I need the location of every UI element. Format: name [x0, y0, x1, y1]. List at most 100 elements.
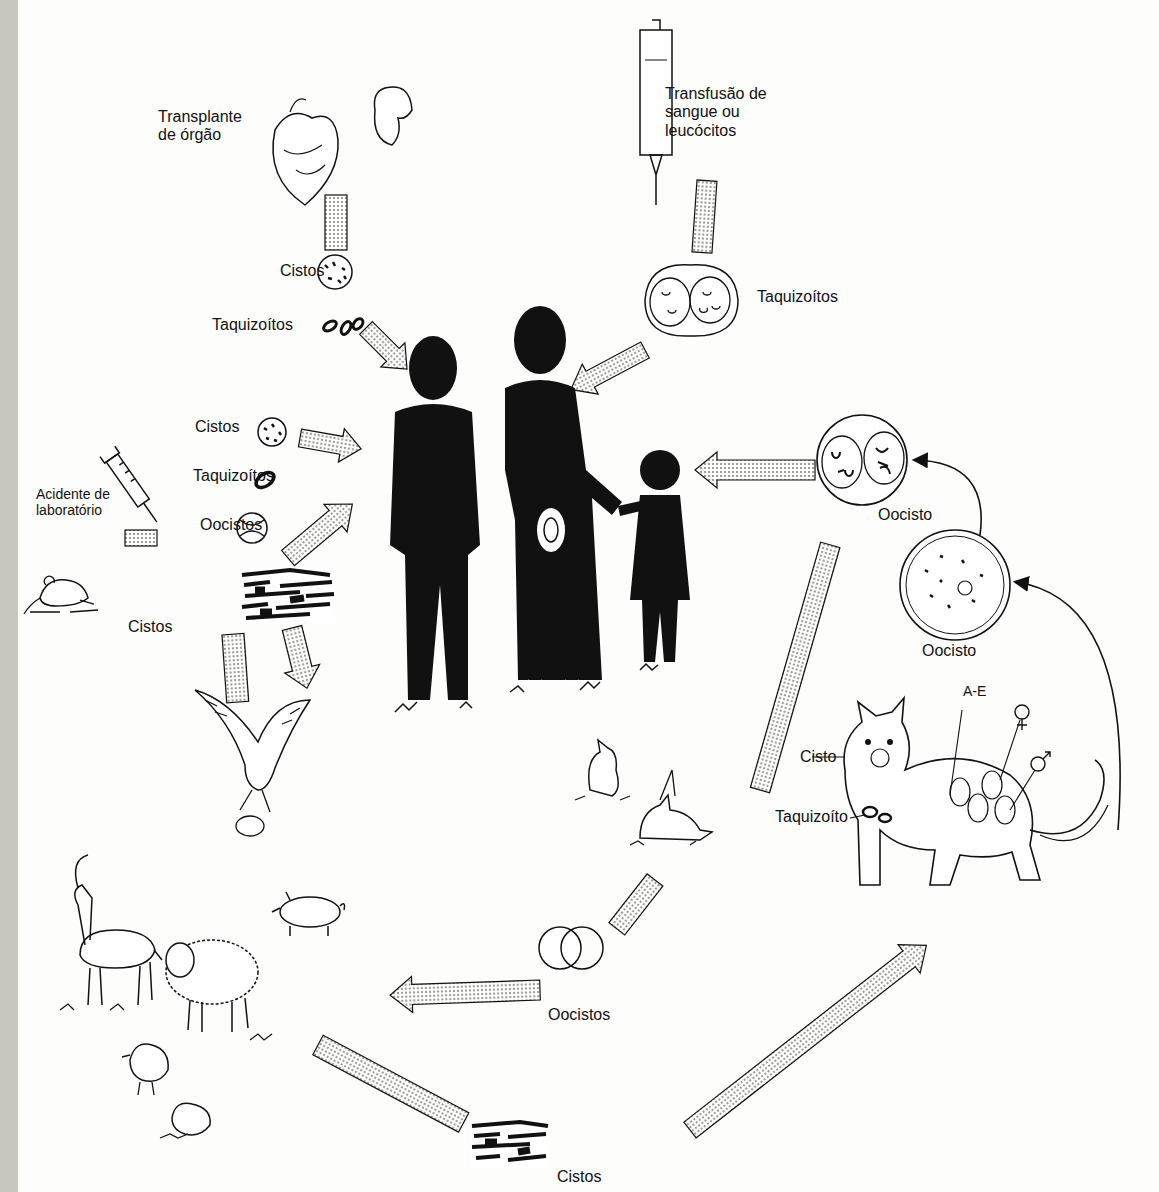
label: Cistos — [557, 1168, 601, 1186]
cyst-content — [325, 262, 346, 283]
band — [125, 530, 157, 546]
child-silhouette — [640, 450, 680, 490]
sheep-legs — [188, 998, 248, 1032]
oocyst-granules — [925, 556, 983, 608]
sporulated-oocyst — [817, 415, 907, 505]
meat-tissue — [470, 1120, 550, 1168]
oocyst-symbol — [539, 927, 581, 969]
block-arrow — [276, 490, 363, 572]
goat-detail — [75, 855, 162, 1005]
woman-feet — [528, 680, 579, 684]
block-arrow — [695, 452, 815, 488]
block-arrow — [679, 931, 938, 1144]
meat-cysts — [485, 1142, 530, 1152]
label: Oocisto — [878, 506, 932, 524]
fetus — [537, 508, 565, 552]
transfusion-tube — [650, 20, 662, 205]
cat-small — [589, 740, 619, 796]
syringe-barrel — [106, 454, 149, 507]
cyst-symbol — [258, 418, 286, 446]
tachyzoite-in-cat — [879, 814, 891, 822]
leukocyte-cell — [690, 277, 730, 323]
chicken-detail — [122, 1055, 154, 1095]
woman-silhouette — [514, 306, 566, 374]
intestinal-stage — [995, 796, 1015, 824]
page-margin — [0, 0, 18, 1192]
block-arrow — [275, 624, 325, 693]
prey-rodent — [236, 816, 264, 836]
band — [750, 542, 840, 793]
meat-fibres — [242, 570, 334, 618]
unsporulated-oocyst — [900, 530, 1010, 640]
label: Cistos — [280, 262, 324, 280]
meat-cysts — [255, 590, 304, 612]
male-symbol — [1043, 752, 1050, 759]
oocyst-wall — [906, 536, 1004, 634]
band — [609, 874, 663, 935]
leukocyte-cell — [650, 278, 690, 326]
label: Cistos — [195, 418, 239, 436]
oocyst-nucleus — [958, 581, 972, 595]
mouse-detail — [24, 576, 98, 614]
leukocyte-group — [645, 265, 738, 336]
heart-organ — [273, 114, 338, 205]
cat-tail — [1030, 760, 1104, 834]
cat-host — [844, 698, 1040, 885]
label: Taquizoítos — [212, 316, 293, 334]
bird-detail — [205, 700, 300, 812]
female-symbol — [1015, 705, 1029, 719]
tachyzoite-symbol — [351, 317, 365, 331]
heart-detail — [284, 99, 325, 174]
sheep — [166, 940, 258, 1004]
intestinal-stage — [950, 778, 970, 806]
man-silhouette — [409, 336, 457, 400]
block-arrow — [297, 421, 364, 465]
cyst-content — [264, 424, 281, 441]
transfer-arrows — [275, 316, 938, 1144]
male-symbol — [1031, 757, 1045, 771]
sporocyst — [864, 432, 904, 484]
cat-small — [640, 795, 712, 840]
label: Taquizoítos — [757, 288, 838, 306]
cyst-in-brain — [871, 749, 889, 767]
cycle-arrow — [915, 460, 981, 535]
transfer-bands — [125, 180, 840, 1132]
bird-of-prey — [195, 690, 310, 790]
band — [222, 633, 249, 702]
oocyst-symbol — [561, 927, 603, 969]
ground-grass — [395, 664, 658, 712]
chicken — [172, 1103, 210, 1135]
cat-tail — [1040, 805, 1108, 841]
child-silhouette — [618, 495, 690, 662]
band — [692, 180, 717, 253]
chicken — [130, 1044, 168, 1081]
woman-silhouette — [505, 380, 622, 680]
intestinal-stage — [968, 794, 988, 822]
man-silhouette — [390, 404, 480, 700]
label: Taquizoíto — [775, 808, 848, 826]
leader-line — [950, 710, 1035, 810]
block-arrow — [389, 972, 540, 1013]
goat — [80, 930, 155, 968]
tachyzoite-inside — [662, 292, 720, 313]
label: Oocistos — [200, 516, 262, 534]
band — [313, 1035, 469, 1132]
pig-detail — [272, 892, 345, 936]
cycle-arrow — [1016, 582, 1120, 830]
sheep-head — [166, 943, 194, 977]
tachyzoite-symbol — [322, 319, 338, 333]
sporozoites — [832, 448, 890, 476]
label: Taquizoítos — [193, 467, 274, 485]
fetus-outline — [544, 518, 558, 542]
label: A-E — [963, 683, 986, 699]
band — [325, 195, 347, 250]
label: Transfusão de sangue ou leucócitos — [665, 85, 785, 140]
label: Cisto — [800, 748, 836, 766]
label: Oocistos — [548, 1006, 610, 1024]
cat-detail — [575, 770, 696, 845]
mouse-body — [40, 580, 88, 606]
label: Oocisto — [922, 642, 976, 660]
label: Cistos — [128, 618, 172, 636]
female-symbol — [1017, 719, 1027, 730]
